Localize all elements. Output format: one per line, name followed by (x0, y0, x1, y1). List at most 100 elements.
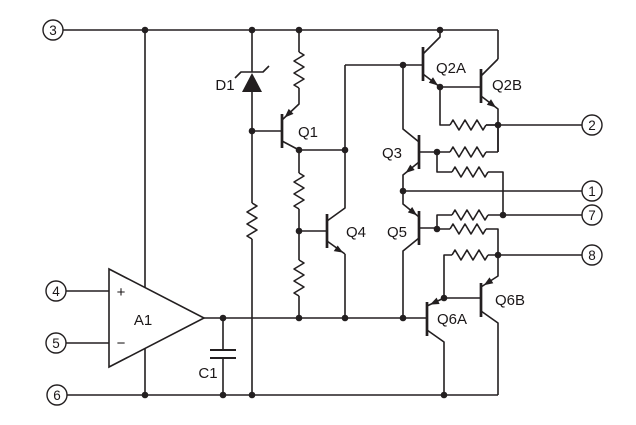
pin-6-terminal: 6 (46, 384, 68, 406)
junction-dot (341, 146, 349, 154)
resistor (293, 172, 305, 210)
pin-number: 4 (52, 284, 60, 299)
wire (66, 124, 582, 344)
pin-circle (45, 280, 67, 302)
junction-dot (494, 251, 502, 259)
pin-number: 7 (588, 208, 596, 223)
junction-dot (295, 314, 303, 322)
resistor (293, 259, 305, 297)
label-a1: A1 (134, 312, 152, 329)
label-d1: D1 (215, 77, 234, 94)
pin-7-terminal: 7 (581, 204, 603, 226)
transistor-q3: Q3 (382, 65, 437, 191)
label-q6a: Q6A (437, 311, 467, 328)
zener-cathode-bar (234, 65, 270, 79)
label-q2b: Q2B (492, 77, 522, 94)
junction-dot (141, 391, 149, 399)
label-q2a: Q2A (436, 60, 466, 77)
wire (437, 125, 499, 153)
junction-dot (440, 391, 448, 399)
junction-dot (399, 187, 407, 195)
pin-number: 2 (588, 118, 596, 133)
transistor-q4: Q4 (299, 64, 403, 318)
transistor-q5: Q5 (387, 191, 437, 318)
opamp-triangle (108, 267, 206, 369)
wire (439, 87, 498, 126)
junction-dot (433, 225, 441, 233)
pin-1-terminal: 1 (581, 180, 603, 202)
junction-dot (248, 127, 256, 135)
resistor (293, 51, 305, 89)
junction-dot (295, 227, 303, 235)
junction-dot (341, 314, 349, 322)
junction-dots (141, 26, 507, 399)
pin-circle (42, 19, 64, 41)
junction-dot (433, 148, 441, 156)
junction-dot (219, 314, 227, 322)
junction-dot (248, 391, 256, 399)
power-rail-top (63, 29, 499, 59)
resistor (246, 202, 258, 240)
pin-circle (45, 332, 67, 354)
emitter-arrow (428, 77, 438, 86)
emitter-arrow (284, 108, 294, 118)
pin-circle (581, 204, 603, 226)
emitter-arrow (430, 297, 440, 305)
emitter-arrow (483, 277, 494, 286)
resistor (451, 209, 489, 221)
inverting-input-mark: − (117, 335, 126, 352)
zener-anode-triangle (242, 73, 262, 92)
wire (436, 214, 503, 229)
zener-d1: D1 (215, 30, 270, 395)
wire (436, 152, 504, 215)
junction-dot (248, 26, 256, 34)
resistor (449, 146, 487, 158)
pin-3-terminal: 3 (42, 19, 64, 41)
junction-dot (494, 121, 502, 129)
pin-5-terminal: 5 (45, 332, 67, 354)
label-q3: Q3 (382, 145, 402, 162)
junction-dot (499, 211, 507, 219)
emitter-arrow (486, 99, 496, 108)
pin-circle (46, 384, 68, 406)
wire (402, 191, 437, 318)
pin-4-terminal: 4 (45, 280, 67, 302)
junction-dot (295, 146, 303, 154)
junction-dot (436, 83, 444, 91)
pin-number: 5 (52, 336, 60, 351)
emitter-arrow (407, 207, 417, 216)
pin-number: 8 (588, 248, 596, 263)
label-q5: Q5 (387, 224, 407, 241)
label-q6b: Q6B (495, 292, 525, 309)
emitter-arrow (333, 245, 343, 253)
bias-resistor-chain (293, 149, 345, 318)
junction-dot (141, 26, 149, 34)
wire (298, 149, 345, 318)
junction-dot (219, 391, 227, 399)
resistor (451, 166, 489, 178)
emitter-arrow (405, 164, 415, 173)
pin-number: 6 (53, 388, 61, 403)
pin-circle (581, 244, 603, 266)
label-q1: Q1 (298, 124, 318, 141)
junction-dot (295, 26, 303, 34)
pin-2-terminal: 2 (581, 114, 603, 136)
junction-dot (399, 314, 407, 322)
output-resistor-network (436, 87, 504, 298)
wire (443, 254, 498, 298)
pin-circle (581, 114, 603, 136)
wire (403, 30, 441, 88)
transistor-q1: Q1 (252, 30, 318, 151)
opamp-a1: + − A1 (108, 267, 206, 369)
pin-8-terminal: 8 (581, 244, 603, 266)
pin-circle (581, 180, 603, 202)
transistor-q6a: Q6A (425, 297, 467, 395)
transistor-q2a: Q2A (403, 30, 466, 88)
pin-number: 1 (588, 184, 596, 199)
capacitor-plates (210, 349, 236, 359)
transistor-q6b: Q6B (444, 255, 525, 395)
label-q4: Q4 (346, 224, 366, 241)
resistor (449, 223, 487, 235)
